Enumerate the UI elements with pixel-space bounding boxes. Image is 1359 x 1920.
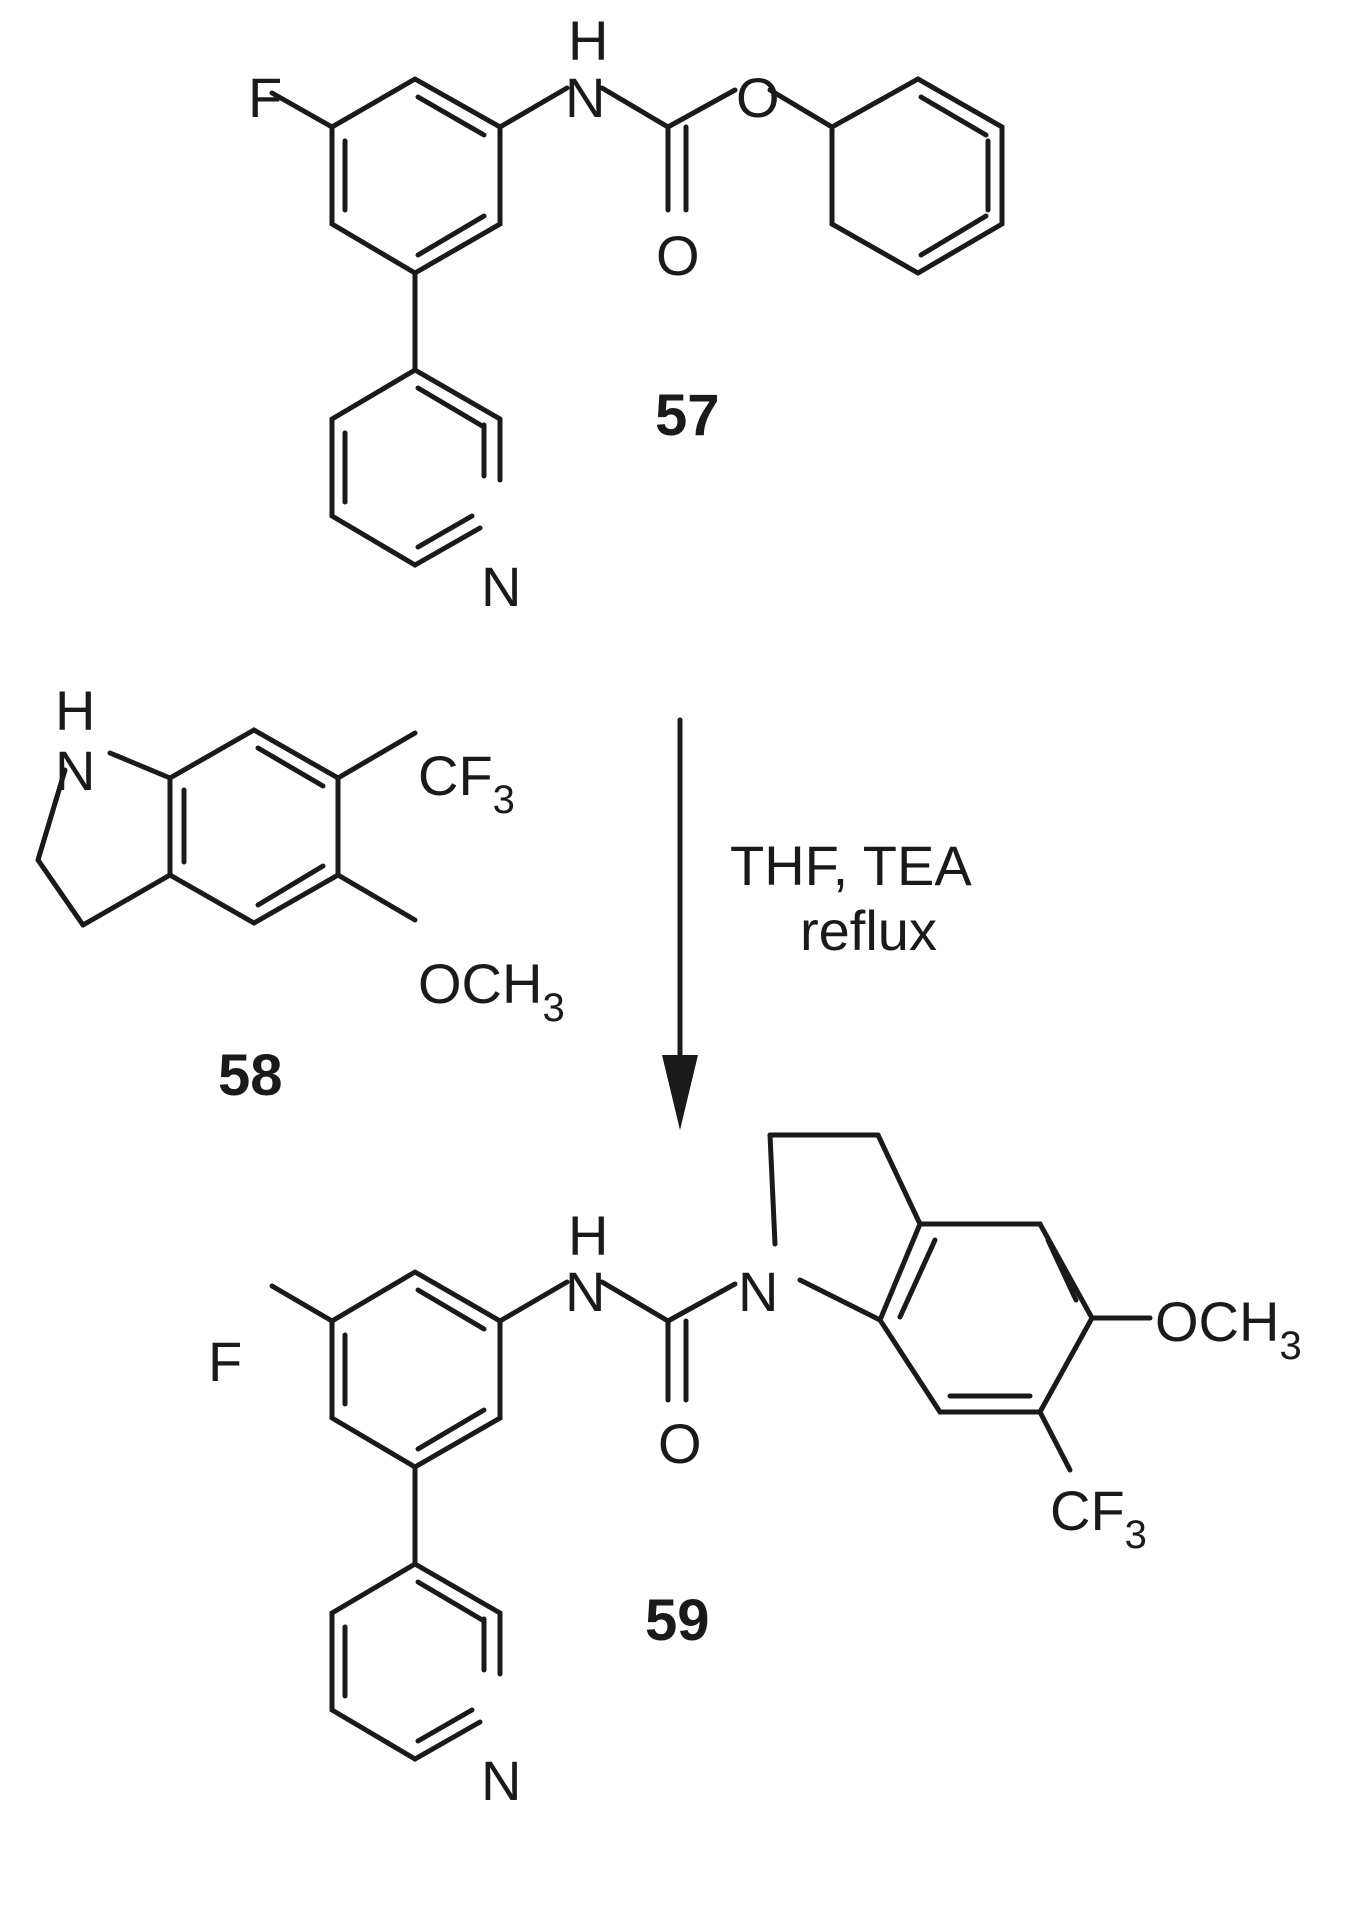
reaction-arrow bbox=[662, 717, 698, 1130]
atom-nitrogen: N bbox=[565, 66, 605, 129]
atom-oxygen: O bbox=[736, 66, 780, 129]
atom-hydrogen: H bbox=[568, 1204, 608, 1267]
compound-label-59: 59 bbox=[645, 1588, 710, 1653]
atom-oxygen: O bbox=[656, 224, 700, 287]
atom-hydrogen: H bbox=[568, 9, 608, 72]
atom-nitrogen: N bbox=[481, 1749, 521, 1812]
group-och3-main: OCH bbox=[1155, 1290, 1279, 1353]
atom-fluorine: F bbox=[208, 1330, 242, 1393]
compound-label-57: 57 bbox=[655, 383, 720, 448]
atom-fluorine: F bbox=[248, 66, 282, 129]
compound-label-58: 58 bbox=[218, 1043, 283, 1108]
group-cf3-main: CF bbox=[418, 744, 493, 807]
group-och3: OCH3 bbox=[1155, 1290, 1302, 1368]
condition-reflux: reflux bbox=[800, 899, 937, 962]
group-och3-subscript: 3 bbox=[1279, 1324, 1301, 1368]
atom-nitrogen: N bbox=[738, 1260, 778, 1323]
atom-oxygen: O bbox=[658, 1412, 702, 1475]
atom-nitrogen: N bbox=[55, 739, 95, 802]
group-och3-main: OCH bbox=[418, 952, 542, 1015]
compound-58: H N CF3 OCH3 58 bbox=[35, 679, 565, 1108]
atom-nitrogen: N bbox=[481, 555, 521, 618]
group-cf3-subscript: 3 bbox=[1125, 1513, 1147, 1557]
group-cf3: CF3 bbox=[1050, 1479, 1147, 1557]
group-och3: OCH3 bbox=[418, 952, 565, 1030]
compound-57: F H N O O N 57 bbox=[248, 9, 1005, 618]
group-cf3-subscript: 3 bbox=[493, 778, 515, 822]
compound-59: F H N N O OCH3 CF3 N 59 bbox=[208, 1132, 1302, 1812]
atom-nitrogen: N bbox=[565, 1260, 605, 1323]
group-cf3-main: CF bbox=[1050, 1479, 1125, 1542]
group-cf3: CF3 bbox=[418, 744, 515, 822]
group-och3-subscript: 3 bbox=[542, 986, 564, 1030]
condition-reagents: THF, TEA bbox=[730, 834, 972, 897]
atom-hydrogen: H bbox=[55, 679, 95, 742]
